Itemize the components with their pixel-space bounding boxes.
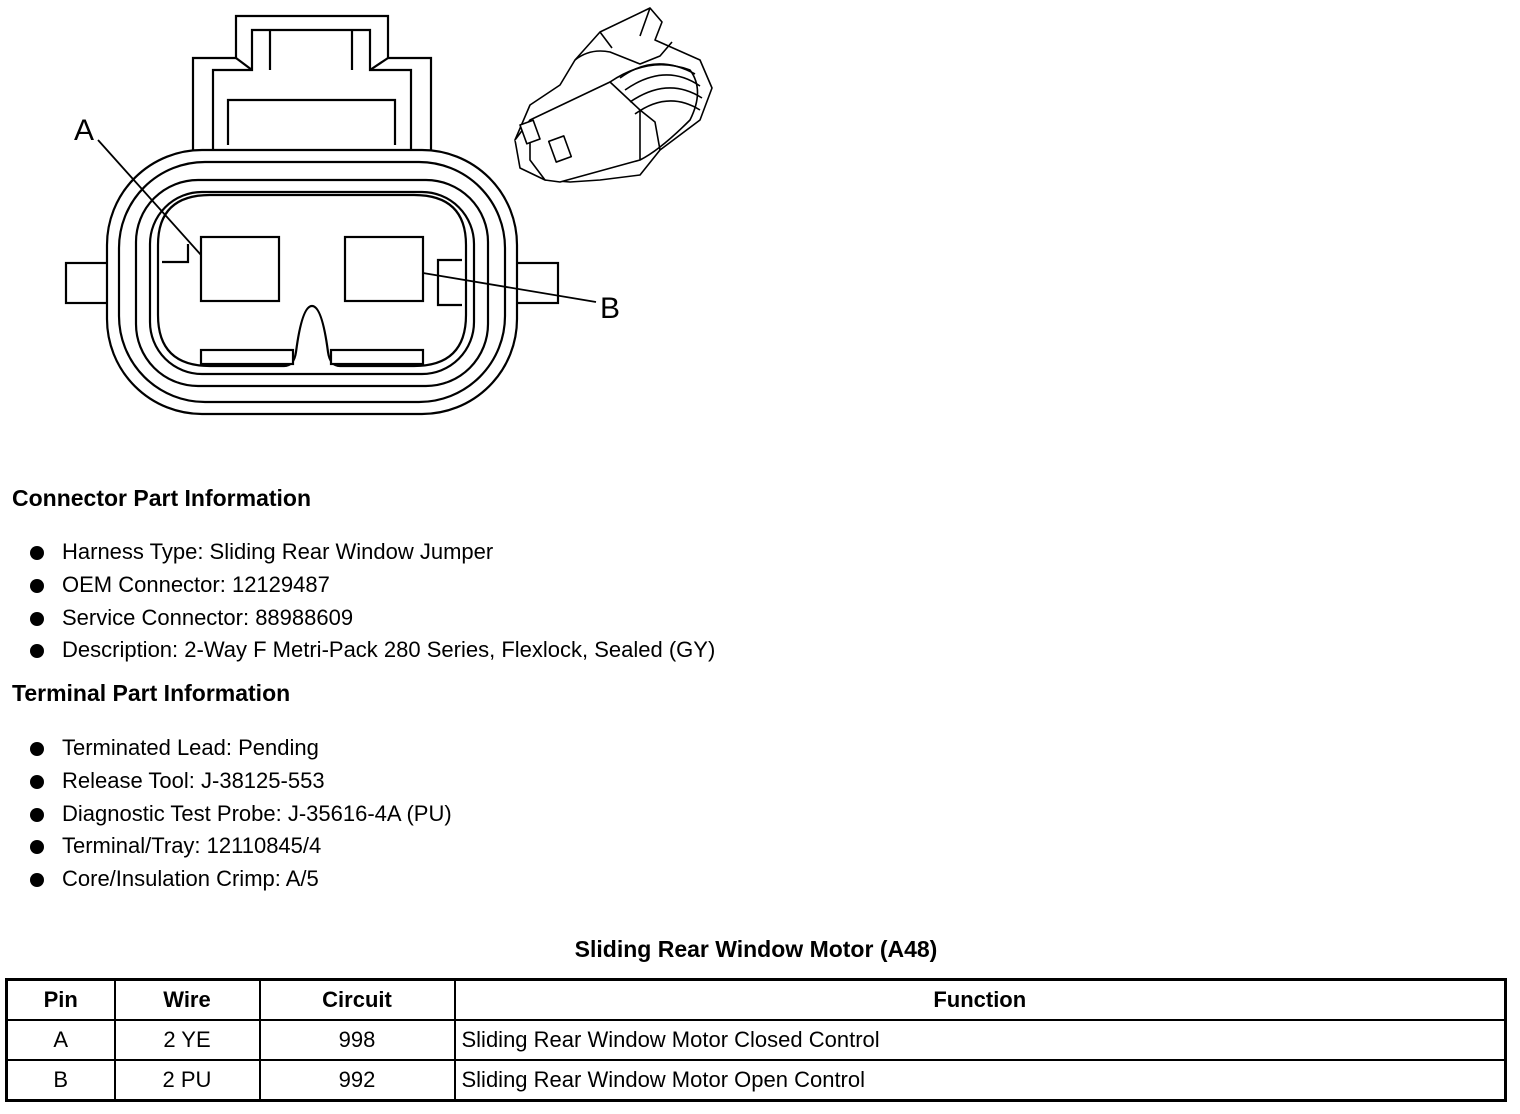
connector-housing [105, 148, 519, 416]
list-item: OEM Connector: 12129487 [30, 569, 715, 602]
connector-part-info-heading: Connector Part Information [12, 485, 312, 511]
pin-label-a: A [74, 114, 94, 147]
terminal-cavity-a [199, 235, 281, 303]
cell-circuit: 998 [258, 1019, 456, 1061]
leader-line-a [97, 139, 202, 256]
list-item-text: Diagnostic Test Probe: J-35616-4A (PU) [62, 800, 452, 826]
connector-diagram: A B [64, 7, 713, 416]
terminal-part-info-list: Terminated Lead: Pending Release Tool: J… [30, 732, 452, 896]
table-header-row: Pin Wire Circuit Function [5, 978, 1507, 1021]
terminal-part-info-heading: Terminal Part Information [12, 680, 291, 706]
list-item: Harness Type: Sliding Rear Window Jumper [30, 536, 715, 569]
list-item-text: OEM Connector: 12129487 [62, 571, 330, 597]
column-header-pin: Pin [5, 978, 116, 1021]
cell-pin: A [5, 1019, 116, 1061]
pin-table: Pin Wire Circuit Function A 2 YE 998 Sli… [5, 978, 1507, 1102]
connector-isometric-icon [514, 7, 713, 183]
cell-pin: B [5, 1059, 116, 1102]
column-header-wire: Wire [113, 978, 261, 1021]
bullet-icon [30, 742, 44, 756]
list-item: Core/Insulation Crimp: A/5 [30, 863, 452, 896]
list-item-text: Terminal/Tray: 12110845/4 [62, 833, 322, 859]
terminal-cavity-b [343, 235, 425, 303]
connector-part-info-list: Harness Type: Sliding Rear Window Jumper… [30, 536, 715, 667]
bullet-icon [30, 807, 44, 822]
list-item-text: Service Connector: 88988609 [62, 604, 354, 630]
bullet-icon [30, 578, 44, 593]
table-row: B 2 PU 992 Sliding Rear Window Motor Ope… [5, 1059, 1507, 1102]
list-item: Terminal/Tray: 12110845/4 [30, 830, 452, 863]
connector-left-tab [64, 261, 110, 305]
list-item: Service Connector: 88988609 [30, 602, 715, 635]
cell-function: Sliding Rear Window Motor Closed Control [453, 1019, 1507, 1061]
table-title: Sliding Rear Window Motor (A48) [574, 936, 938, 962]
table-row: A 2 YE 998 Sliding Rear Window Motor Clo… [5, 1019, 1507, 1061]
list-item-text: Description: 2-Way F Metri-Pack 280 Seri… [62, 637, 716, 663]
bullet-icon [30, 840, 44, 855]
list-item-text: Core/Insulation Crimp: A/5 [62, 866, 319, 892]
connector-cavity [156, 193, 468, 368]
cell-circuit: 992 [258, 1059, 456, 1102]
list-item: Release Tool: J-38125-553 [30, 765, 452, 798]
cell-wire: 2 PU [113, 1059, 261, 1102]
connector-right-tab [514, 261, 560, 305]
cell-wire: 2 YE [113, 1019, 261, 1061]
column-header-circuit: Circuit [258, 978, 456, 1021]
leader-line-b [422, 272, 597, 303]
list-item: Terminated Lead: Pending [30, 732, 452, 765]
list-item-text: Terminated Lead: Pending [62, 735, 319, 760]
pin-label-b: B [600, 292, 620, 325]
list-item: Diagnostic Test Probe: J-35616-4A (PU) [30, 798, 452, 831]
list-item-text: Harness Type: Sliding Rear Window Jumper [62, 539, 494, 564]
list-item-text: Release Tool: J-38125-553 [62, 767, 325, 793]
bullet-icon [30, 546, 44, 560]
bullet-icon [30, 774, 44, 789]
list-item: Description: 2-Way F Metri-Pack 280 Seri… [30, 634, 715, 667]
column-header-function: Function [453, 978, 1507, 1021]
bullet-icon [30, 644, 44, 659]
bullet-icon [30, 873, 44, 888]
bullet-icon [30, 611, 44, 626]
cell-function: Sliding Rear Window Motor Open Control [453, 1059, 1507, 1102]
